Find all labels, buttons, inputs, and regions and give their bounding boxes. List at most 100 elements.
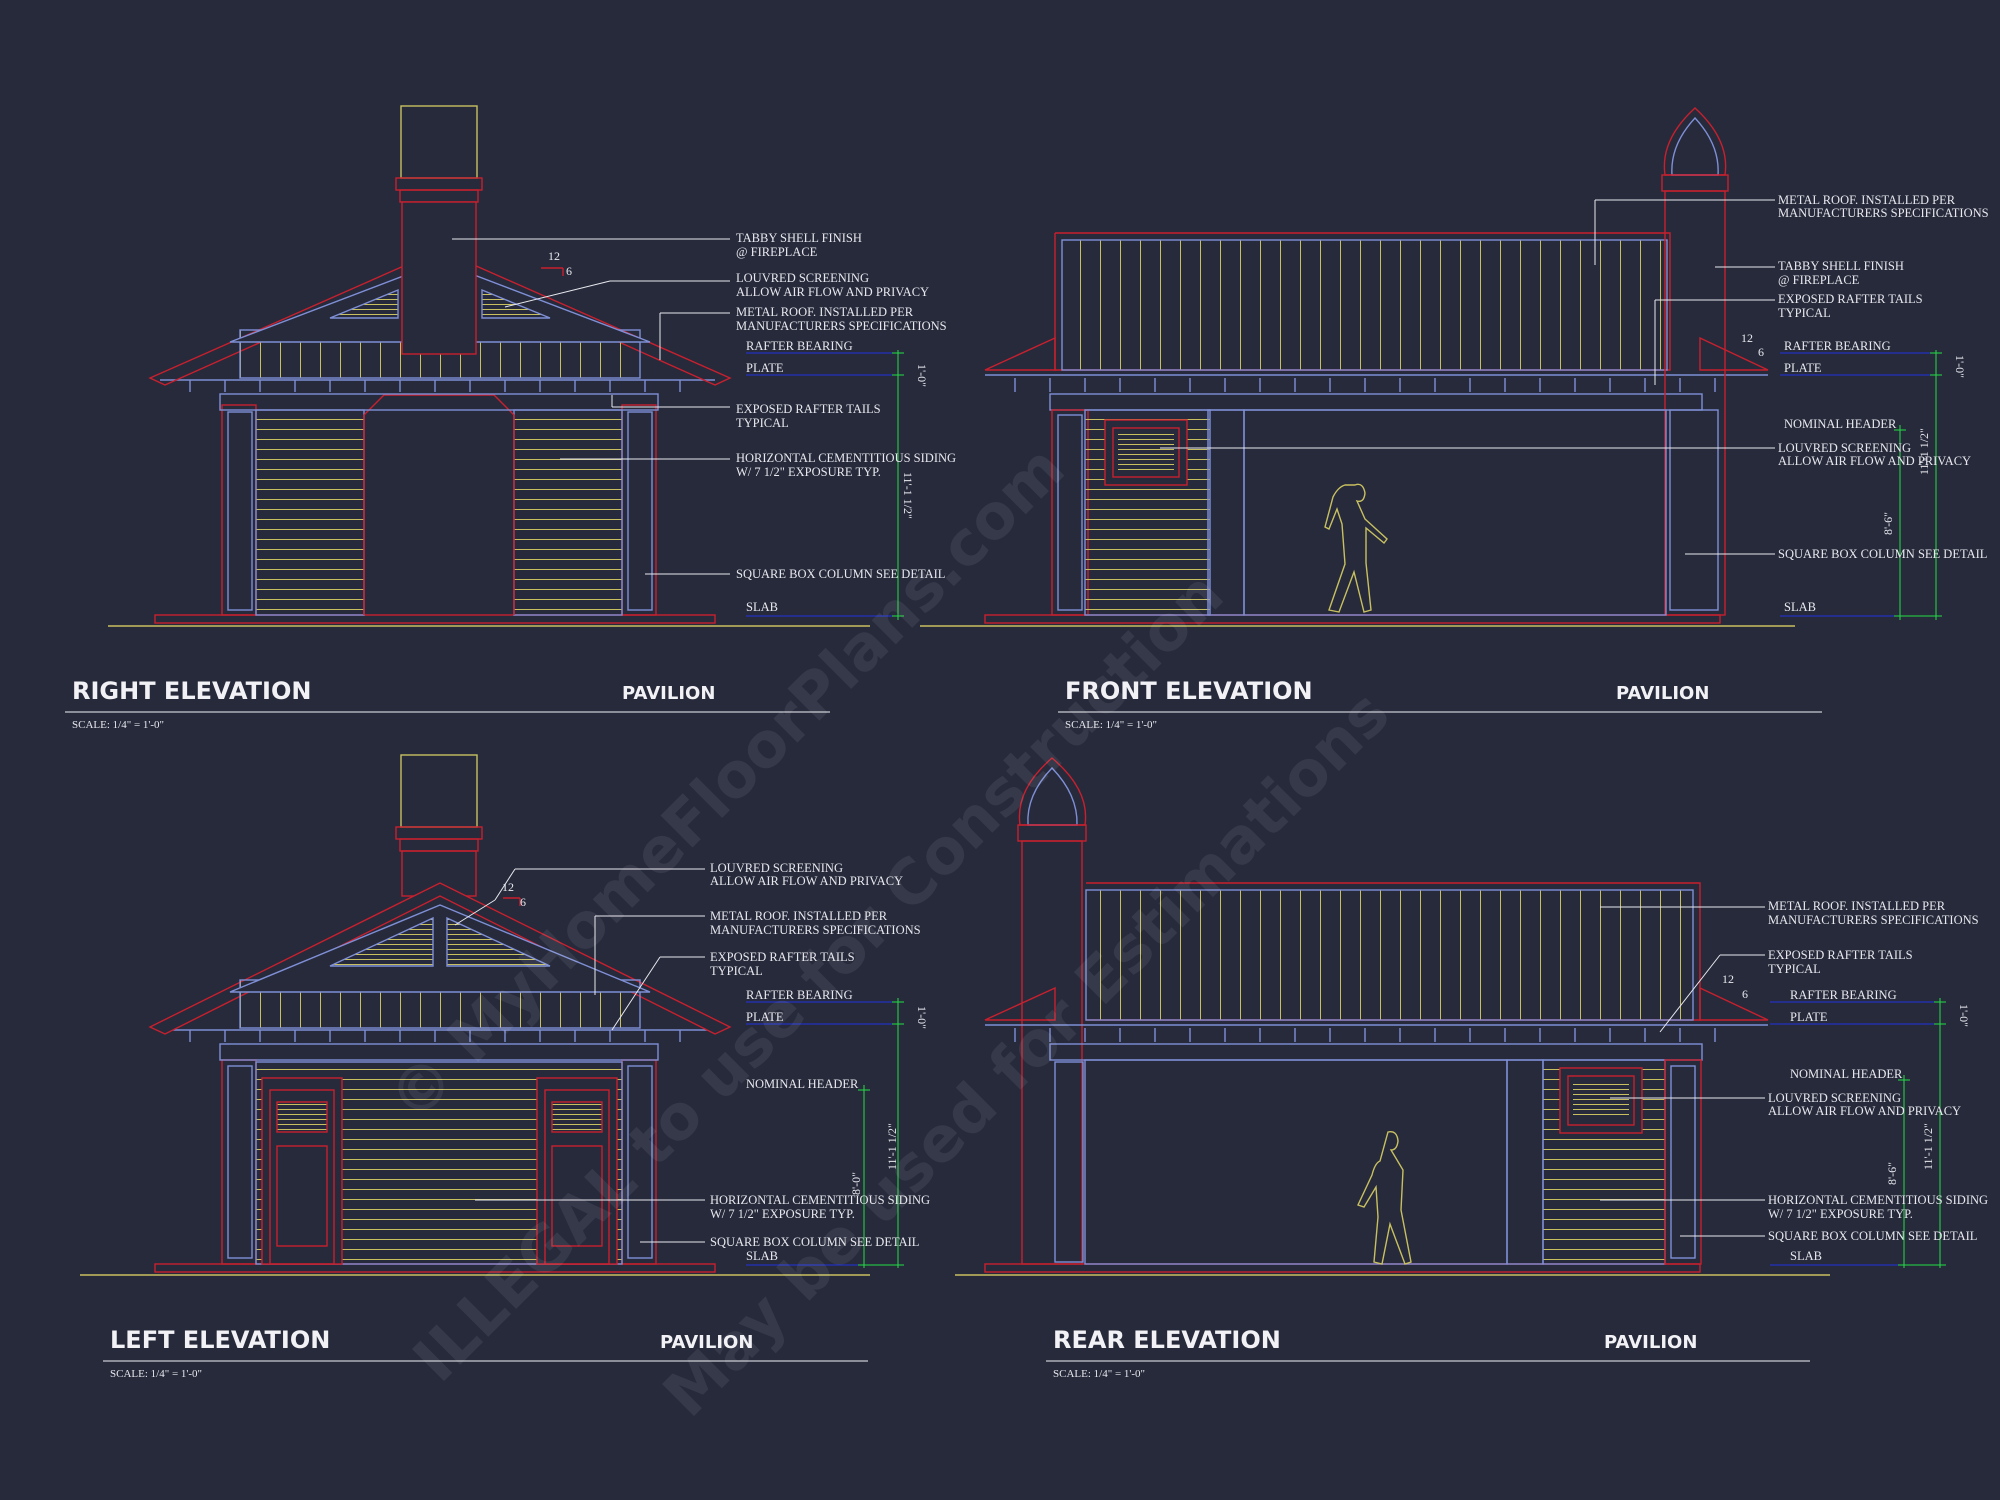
svg-text:12: 12	[1722, 972, 1734, 986]
svg-text:11'-1 1/2": 11'-1 1/2"	[1917, 428, 1931, 475]
svg-text:PAVILION: PAVILION	[660, 1332, 753, 1353]
svg-text:12: 12	[548, 249, 560, 263]
svg-text:8'-0": 8'-0"	[849, 1172, 863, 1195]
svg-text:SLAB: SLAB	[1784, 600, 1816, 614]
svg-text:TABBY SHELL FINISH: TABBY SHELL FINISH	[1778, 259, 1904, 273]
svg-text:ALLOW AIR FLOW AND PRIVACY: ALLOW AIR FLOW AND PRIVACY	[710, 874, 903, 888]
svg-text:RIGHT ELEVATION: RIGHT ELEVATION	[72, 677, 311, 705]
svg-text:NOMINAL HEADER: NOMINAL HEADER	[1790, 1067, 1903, 1081]
rear-leaders	[1600, 906, 1946, 1268]
svg-text:ALLOW AIR FLOW AND PRIVACY: ALLOW AIR FLOW AND PRIVACY	[736, 285, 929, 299]
svg-text:LOUVRED SCREENING: LOUVRED SCREENING	[736, 271, 869, 285]
svg-text:TYPICAL: TYPICAL	[710, 964, 763, 978]
svg-text:12: 12	[1741, 331, 1753, 345]
right-title-block: RIGHT ELEVATION PAVILION SCALE: 1/4" = 1…	[65, 677, 830, 731]
svg-text:PAVILION: PAVILION	[1604, 1332, 1697, 1353]
svg-text:EXPOSED RAFTER TAILS: EXPOSED RAFTER TAILS	[710, 950, 855, 964]
svg-text:PLATE: PLATE	[746, 1010, 784, 1024]
svg-text:MANUFACTURERS SPECIFICATIONS: MANUFACTURERS SPECIFICATIONS	[1768, 913, 1979, 927]
svg-text:SLAB: SLAB	[746, 600, 778, 614]
svg-text:SQUARE BOX COLUMN SEE DETAIL: SQUARE BOX COLUMN SEE DETAIL	[710, 1235, 919, 1249]
svg-text:RAFTER BEARING: RAFTER BEARING	[1784, 339, 1891, 353]
svg-text:6: 6	[520, 895, 526, 909]
right-notes: TABBY SHELL FINISH @ FIREPLACE LOUVRED S…	[548, 231, 956, 614]
svg-text:11'-1 1/2": 11'-1 1/2"	[1921, 1123, 1935, 1170]
svg-text:SCALE: 1/4" = 1'-0": SCALE: 1/4" = 1'-0"	[110, 1368, 202, 1380]
svg-text:METAL ROOF. INSTALLED PER: METAL ROOF. INSTALLED PER	[710, 909, 888, 923]
svg-text:6: 6	[1742, 987, 1748, 1001]
svg-text:REAR ELEVATION: REAR ELEVATION	[1053, 1326, 1281, 1354]
svg-text:SCALE: 1/4" = 1'-0": SCALE: 1/4" = 1'-0"	[1065, 719, 1157, 731]
svg-text:HORIZONTAL CEMENTITIOUS SIDING: HORIZONTAL CEMENTITIOUS SIDING	[1768, 1193, 1988, 1207]
svg-text:W/ 7 1/2" EXPOSURE TYP.: W/ 7 1/2" EXPOSURE TYP.	[1768, 1207, 1913, 1221]
svg-text:ALLOW AIR FLOW AND PRIVACY: ALLOW AIR FLOW AND PRIVACY	[1768, 1104, 1961, 1118]
svg-text:8'-6": 8'-6"	[1881, 512, 1895, 535]
svg-text:SLAB: SLAB	[1790, 1249, 1822, 1263]
svg-text:TABBY SHELL FINISH: TABBY SHELL FINISH	[736, 231, 862, 245]
svg-text:RAFTER BEARING: RAFTER BEARING	[746, 339, 853, 353]
svg-text:SLAB: SLAB	[746, 1249, 778, 1263]
svg-text:6: 6	[566, 264, 572, 278]
svg-text:11'-1 1/2": 11'-1 1/2"	[901, 472, 915, 519]
svg-text:W/ 7 1/2" EXPOSURE TYP.: W/ 7 1/2" EXPOSURE TYP.	[736, 465, 881, 479]
svg-text:TYPICAL: TYPICAL	[1778, 306, 1831, 320]
front-notes: METAL ROOF. INSTALLED PER MANUFACTURERS …	[1741, 193, 1989, 614]
svg-text:SCALE: 1/4" = 1'-0": SCALE: 1/4" = 1'-0"	[72, 719, 164, 731]
svg-text:MANUFACTURERS SPECIFICATIONS: MANUFACTURERS SPECIFICATIONS	[1778, 206, 1989, 220]
svg-text:1'-0": 1'-0"	[1957, 1004, 1971, 1027]
svg-text:TYPICAL: TYPICAL	[1768, 962, 1821, 976]
svg-text:LOUVRED SCREENING: LOUVRED SCREENING	[1768, 1091, 1901, 1105]
front-elevation	[920, 107, 1795, 627]
svg-text:MANUFACTURERS SPECIFICATIONS: MANUFACTURERS SPECIFICATIONS	[736, 319, 947, 333]
rear-title-block: REAR ELEVATION PAVILION SCALE: 1/4" = 1'…	[1046, 1326, 1810, 1380]
svg-text:W/ 7 1/2" EXPOSURE TYP.: W/ 7 1/2" EXPOSURE TYP.	[710, 1207, 855, 1221]
svg-text:NOMINAL HEADER: NOMINAL HEADER	[746, 1077, 859, 1091]
svg-text:SQUARE BOX COLUMN SEE DETAIL: SQUARE BOX COLUMN SEE DETAIL	[1768, 1229, 1977, 1243]
svg-text:HORIZONTAL CEMENTITIOUS SIDING: HORIZONTAL CEMENTITIOUS SIDING	[710, 1193, 930, 1207]
svg-text:LOUVRED SCREENING: LOUVRED SCREENING	[1778, 441, 1911, 455]
left-title-block: LEFT ELEVATION PAVILION SCALE: 1/4" = 1'…	[103, 1326, 868, 1380]
rear-notes: METAL ROOF. INSTALLED PER MANUFACTURERS …	[1722, 899, 1988, 1263]
svg-text:LEFT ELEVATION: LEFT ELEVATION	[110, 1326, 330, 1354]
svg-text:6: 6	[1758, 345, 1764, 359]
svg-text:@ FIREPLACE: @ FIREPLACE	[1778, 273, 1860, 287]
svg-text:RAFTER BEARING: RAFTER BEARING	[1790, 988, 1897, 1002]
svg-text:ALLOW AIR FLOW AND PRIVACY: ALLOW AIR FLOW AND PRIVACY	[1778, 454, 1971, 468]
svg-text:12: 12	[502, 880, 514, 894]
svg-text:PAVILION: PAVILION	[622, 683, 715, 704]
svg-text:HORIZONTAL CEMENTITIOUS SIDING: HORIZONTAL CEMENTITIOUS SIDING	[736, 451, 956, 465]
svg-text:@ FIREPLACE: @ FIREPLACE	[736, 245, 818, 259]
svg-text:RAFTER BEARING: RAFTER BEARING	[746, 988, 853, 1002]
svg-text:PAVILION: PAVILION	[1616, 683, 1709, 704]
svg-text:METAL ROOF. INSTALLED PER: METAL ROOF. INSTALLED PER	[736, 305, 914, 319]
svg-text:EXPOSED RAFTER TAILS: EXPOSED RAFTER TAILS	[1778, 292, 1923, 306]
svg-text:SCALE: 1/4" = 1'-0": SCALE: 1/4" = 1'-0"	[1053, 1368, 1145, 1380]
svg-text:PLATE: PLATE	[1790, 1010, 1828, 1024]
svg-text:METAL ROOF. INSTALLED PER: METAL ROOF. INSTALLED PER	[1768, 899, 1946, 913]
svg-text:MANUFACTURERS SPECIFICATIONS: MANUFACTURERS SPECIFICATIONS	[710, 923, 921, 937]
svg-text:LOUVRED SCREENING: LOUVRED SCREENING	[710, 861, 843, 875]
left-leaders	[454, 868, 904, 1268]
right-elevation	[108, 105, 870, 627]
svg-text:FRONT ELEVATION: FRONT ELEVATION	[1065, 677, 1313, 705]
svg-text:NOMINAL HEADER: NOMINAL HEADER	[1784, 417, 1897, 431]
svg-text:PLATE: PLATE	[1784, 361, 1822, 375]
front-leaders	[1160, 199, 1942, 620]
svg-text:1'-0": 1'-0"	[1953, 355, 1967, 378]
svg-text:11'-1 1/2": 11'-1 1/2"	[885, 1123, 899, 1170]
left-elevation	[80, 754, 870, 1276]
svg-text:8'-6": 8'-6"	[1885, 1162, 1899, 1185]
svg-text:1'-0": 1'-0"	[915, 364, 929, 387]
svg-text:SQUARE BOX COLUMN SEE DETAIL: SQUARE BOX COLUMN SEE DETAIL	[1778, 547, 1987, 561]
front-title-block: FRONT ELEVATION PAVILION SCALE: 1/4" = 1…	[1058, 677, 1822, 731]
svg-text:EXPOSED RAFTER TAILS: EXPOSED RAFTER TAILS	[736, 402, 881, 416]
svg-text:SQUARE BOX COLUMN SEE DETAIL: SQUARE BOX COLUMN SEE DETAIL	[736, 567, 945, 581]
svg-text:PLATE: PLATE	[746, 361, 784, 375]
right-leaders	[452, 238, 904, 620]
svg-text:1'-0": 1'-0"	[915, 1006, 929, 1029]
svg-text:METAL ROOF. INSTALLED PER: METAL ROOF. INSTALLED PER	[1778, 193, 1956, 207]
svg-text:EXPOSED RAFTER TAILS: EXPOSED RAFTER TAILS	[1768, 948, 1913, 962]
left-notes: LOUVRED SCREENING ALLOW AIR FLOW AND PRI…	[502, 861, 930, 1263]
svg-text:TYPICAL: TYPICAL	[736, 416, 789, 430]
